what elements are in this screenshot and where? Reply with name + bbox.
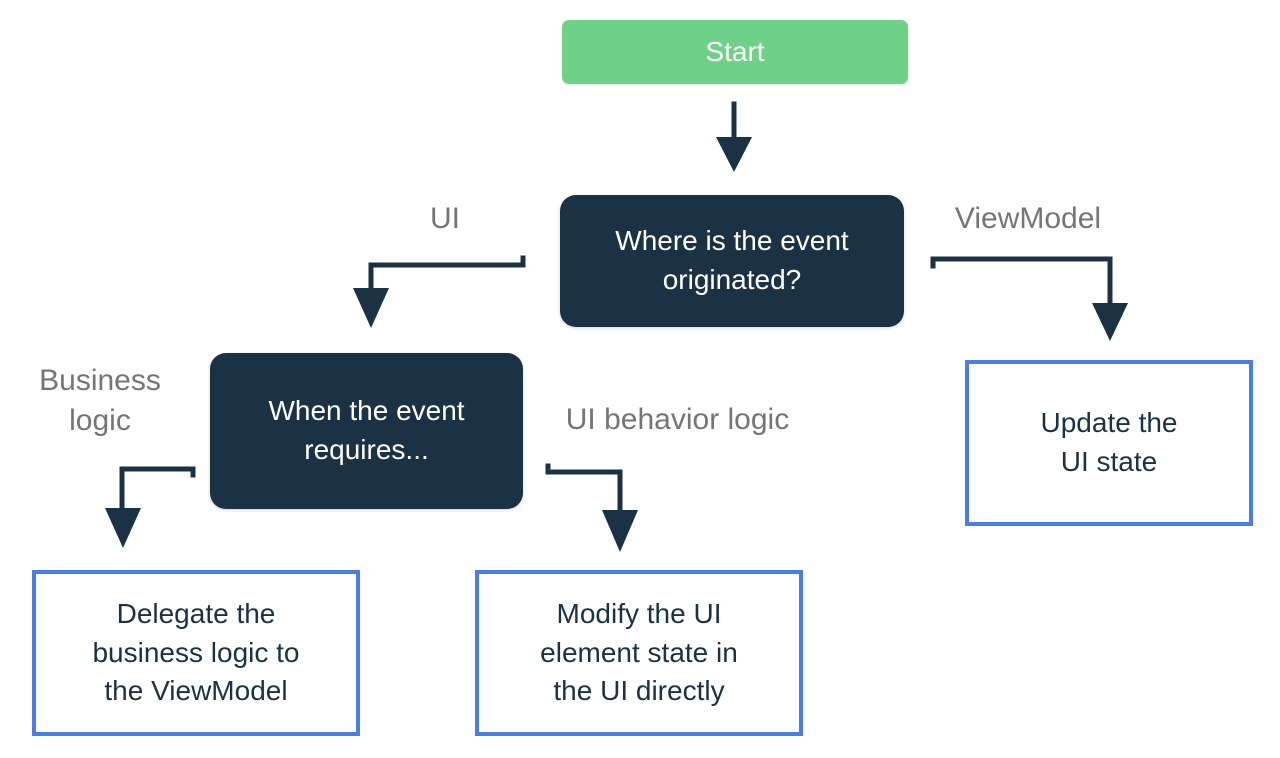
arrow-start-to-question bbox=[716, 101, 752, 172]
arrow-decision-to-delegate-business-branch bbox=[105, 466, 196, 548]
branch-label-ui: UI bbox=[430, 202, 460, 235]
question-node: Where is the event originated? bbox=[560, 195, 904, 327]
arrowhead-down-icon bbox=[716, 137, 752, 172]
branch-label-business-logic: Business logic bbox=[39, 364, 161, 437]
arrowhead-down-icon bbox=[353, 288, 389, 328]
outcome-update-node: Update the UI state bbox=[965, 360, 1253, 526]
arrowhead-down-icon bbox=[602, 510, 638, 552]
arrowhead-down-icon bbox=[1092, 303, 1128, 341]
start-node: Start bbox=[562, 20, 908, 84]
arrow-question-to-decision-ui-branch bbox=[353, 255, 526, 328]
arrow-decision-to-modify-ui-behavior-branch bbox=[545, 463, 638, 552]
branch-label-ui-behavior-logic: UI behavior logic bbox=[565, 403, 790, 436]
branch-label-viewmodel: ViewModel bbox=[954, 202, 1102, 235]
decision-node: When the event requires... bbox=[210, 353, 523, 509]
outcome-modify-node: Modify the UI element state in the UI di… bbox=[475, 570, 803, 736]
arrowhead-down-icon bbox=[105, 508, 141, 548]
arrow-question-to-update-viewmodel-branch bbox=[930, 256, 1128, 341]
outcome-delegate-node: Delegate the business logic to the ViewM… bbox=[32, 570, 360, 736]
